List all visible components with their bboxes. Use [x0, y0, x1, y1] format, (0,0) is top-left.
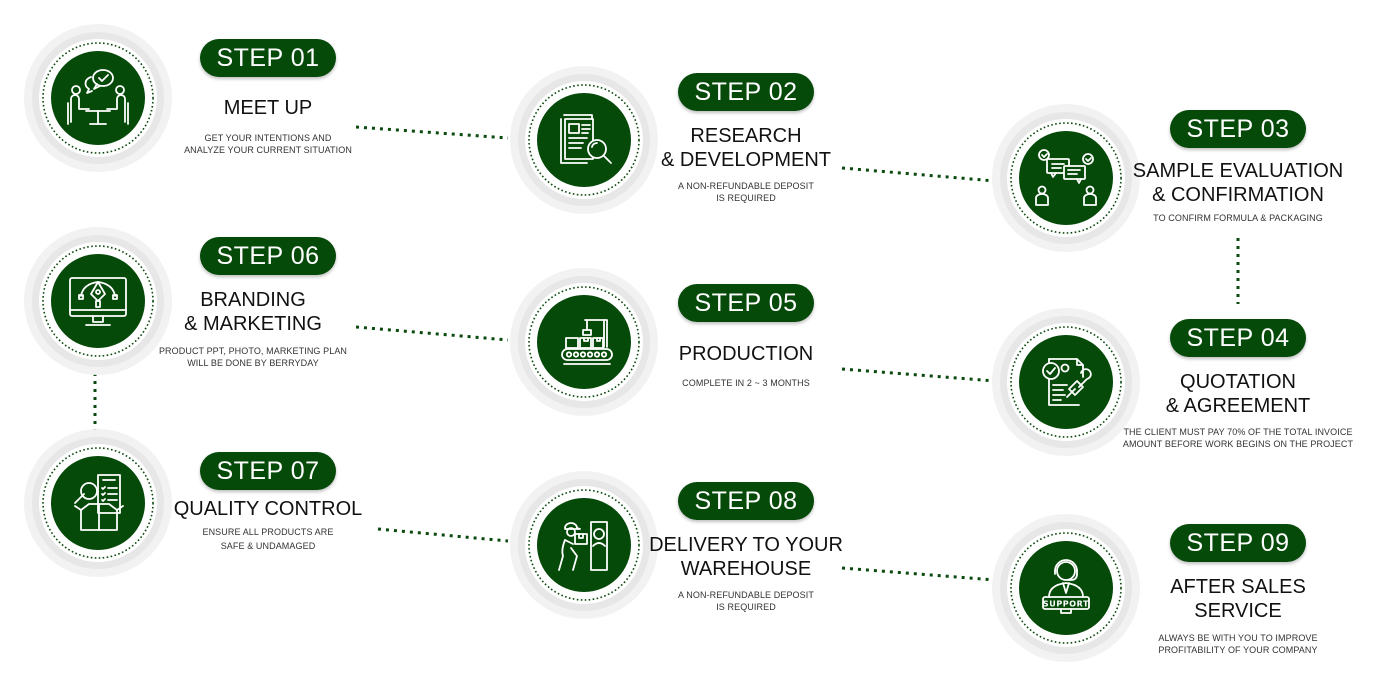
- step-01-desc-line: GET YOUR INTENTIONS AND: [204, 133, 332, 143]
- step-05-circle: [509, 267, 659, 417]
- connector-04-05: [841, 367, 996, 383]
- step-01-description: GET YOUR INTENTIONS AND ANALYZE YOUR CUR…: [168, 132, 368, 156]
- step-08-title-line: WAREHOUSE: [680, 558, 812, 580]
- step-08-desc-line: IS REQUIRED: [716, 602, 776, 612]
- step-05-badge: STEP 05: [678, 284, 814, 322]
- connector-05-06: [355, 325, 509, 342]
- step-04-title-line: QUOTATION: [1180, 371, 1296, 393]
- step-03-desc-line: TO CONFIRM FORMULA & PACKAGING: [1153, 213, 1323, 223]
- step-06-title: BRANDING & MARKETING: [153, 288, 353, 336]
- step-01-title-line: MEET UP: [223, 97, 313, 119]
- support-label: SUPPORT: [1043, 600, 1089, 609]
- step-03-title-line: & CONFIRMATION: [1152, 184, 1324, 206]
- step-03-circle: [991, 103, 1141, 253]
- step-05-title-line: PRODUCTION: [678, 343, 814, 365]
- step-07-circle: [23, 428, 173, 578]
- step-03-description: TO CONFIRM FORMULA & PACKAGING: [1118, 212, 1358, 224]
- step-04-desc-line: THE CLIENT MUST PAY 70% OF THE TOTAL INV…: [1123, 427, 1353, 437]
- step-04-badge: STEP 04: [1170, 319, 1306, 357]
- step-06-desc-line: PRODUCT PPT, PHOTO, MARKETING PLAN: [158, 346, 348, 356]
- step-02-title-line: & DEVELOPMENT: [660, 149, 832, 171]
- step-02-description: A NON-REFUNDABLE DEPOSIT IS REQUIRED: [646, 180, 846, 204]
- step-02-desc-line: IS REQUIRED: [716, 193, 776, 203]
- step-09-desc-line: PROFITABILITY OF YOUR COMPANY: [1158, 645, 1318, 655]
- step-07-description: ENSURE ALL PRODUCTS ARE SAFE & UNDAMAGED: [153, 525, 383, 553]
- step-02-title: RESEARCH & DEVELOPMENT: [646, 124, 846, 172]
- step-09-circle: SUPPORT: [991, 513, 1141, 663]
- connector-02-03: [841, 166, 996, 183]
- inspection-box-icon: [74, 474, 124, 531]
- step-06-circle: [23, 226, 173, 376]
- step-04-title: QUOTATION & AGREEMENT: [1138, 370, 1338, 418]
- step-09-badge: STEP 09: [1170, 524, 1306, 562]
- step-02-badge: STEP 02: [678, 73, 814, 111]
- connector-07-08: [377, 527, 509, 543]
- step-02-circle: [509, 65, 659, 215]
- step-07-badge: STEP 07: [200, 452, 336, 490]
- step-07-title: QUALITY CONTROL: [153, 497, 383, 521]
- delivery-person-icon: [558, 521, 608, 571]
- step-02-desc-line: A NON-REFUNDABLE DEPOSIT: [678, 181, 814, 191]
- step-03-title-line: SAMPLE EVALUATION: [1132, 160, 1344, 182]
- step-09-title: AFTER SALES SERVICE: [1138, 575, 1338, 623]
- step-07-title-line: QUALITY CONTROL: [173, 498, 363, 520]
- step-05-title: PRODUCTION: [646, 342, 846, 366]
- step-04-circle: [991, 307, 1141, 457]
- step-06-badge: STEP 06: [200, 237, 336, 275]
- step-09-description: ALWAYS BE WITH YOU TO IMPROVE PROFITABIL…: [1118, 632, 1358, 656]
- step-03-badge: STEP 03: [1170, 110, 1306, 148]
- step-03-title: SAMPLE EVALUATION & CONFIRMATION: [1118, 159, 1358, 207]
- discussion-approval-icon: [1035, 149, 1097, 206]
- step-08-desc-line: A NON-REFUNDABLE DEPOSIT: [678, 590, 814, 600]
- step-09-desc-line: ALWAYS BE WITH YOU TO IMPROVE: [1158, 633, 1318, 643]
- step-08-badge: STEP 08: [678, 482, 814, 520]
- step-07-desc-line: SAFE & UNDAMAGED: [220, 541, 316, 551]
- step-02-title-line: RESEARCH: [690, 125, 802, 147]
- step-04-desc-line: AMOUNT BEFORE WORK BEGINS ON THE PROJECT: [1122, 439, 1354, 449]
- step-01-title: MEET UP: [168, 96, 368, 120]
- step-01-circle: [23, 23, 173, 173]
- meeting-icon: [67, 69, 129, 125]
- step-06-title-line: BRANDING: [200, 289, 306, 311]
- document-search-icon: [560, 114, 612, 164]
- conveyor-belt-icon: [561, 319, 613, 365]
- step-01-desc-line: ANALYZE YOUR CURRENT SITUATION: [184, 145, 352, 155]
- connector-08-09: [841, 566, 996, 582]
- step-04-title-line: & AGREEMENT: [1165, 395, 1311, 417]
- step-09-title-line: SERVICE: [1194, 600, 1282, 622]
- step-08-circle: [509, 470, 659, 620]
- step-09-title-line: AFTER SALES: [1170, 576, 1306, 598]
- step-04-description: THE CLIENT MUST PAY 70% OF THE TOTAL INV…: [1108, 426, 1368, 450]
- step-06-title-line: & MARKETING: [184, 313, 322, 335]
- step-01-badge: STEP 01: [200, 39, 336, 77]
- step-07-desc-line: ENSURE ALL PRODUCTS ARE: [202, 527, 334, 537]
- design-monitor-icon: [69, 277, 127, 326]
- contract-stamp-icon: [1042, 358, 1092, 406]
- support-agent-icon: [1042, 559, 1090, 614]
- step-06-desc-line: WILL BE DONE BY BERRYDAY: [187, 358, 319, 368]
- step-05-desc-line: COMPLETE IN 2 ~ 3 MONTHS: [682, 378, 810, 388]
- step-08-title-line: DELIVERY TO YOUR: [649, 534, 843, 556]
- step-08-title: DELIVERY TO YOUR WAREHOUSE: [631, 533, 861, 581]
- step-05-description: COMPLETE IN 2 ~ 3 MONTHS: [646, 377, 846, 389]
- step-06-description: PRODUCT PPT, PHOTO, MARKETING PLAN WILL …: [153, 345, 353, 369]
- connector-01-02: [355, 125, 509, 140]
- step-08-description: A NON-REFUNDABLE DEPOSIT IS REQUIRED: [646, 589, 846, 613]
